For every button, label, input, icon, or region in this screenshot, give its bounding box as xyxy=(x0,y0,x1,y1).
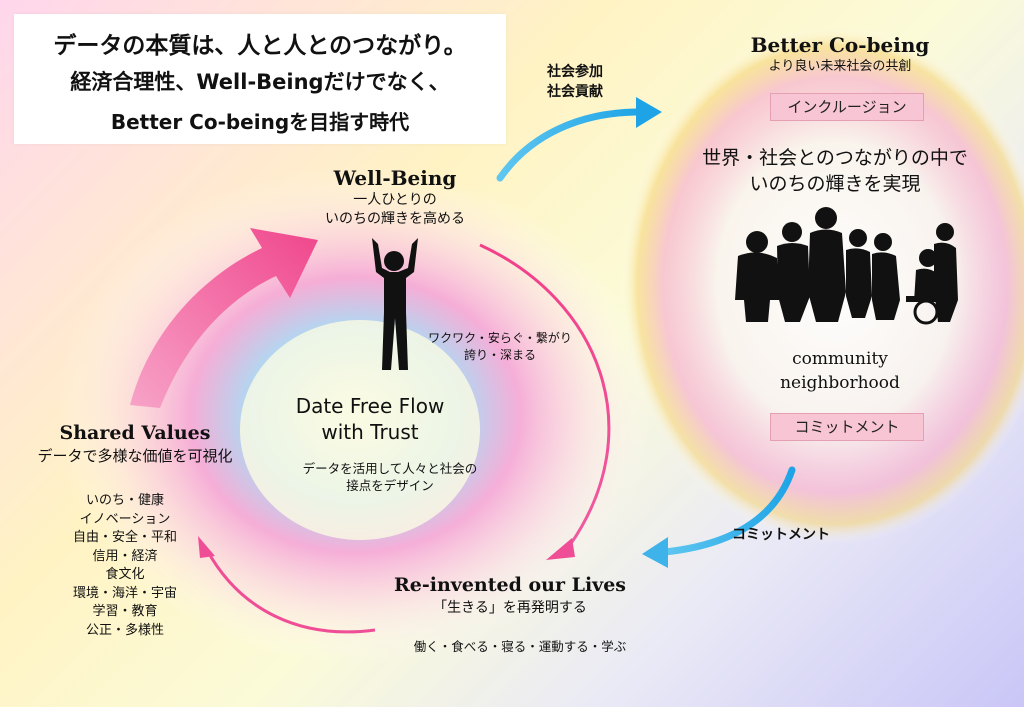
values-item: 公正・多様性 xyxy=(85,622,164,638)
feelings-text: ワクワク・安らぐ・繋がり 誇り・深まる xyxy=(428,331,572,362)
values-item: 自由・安全・平和 xyxy=(72,530,177,545)
shared-values-sub: データで多様な価値を可視化 xyxy=(37,447,233,465)
well-being-title: Well-Being xyxy=(333,166,457,190)
reinvented-activities: 働く・食べる・寝る・運動する・学ぶ xyxy=(413,639,627,654)
social-participation-label: 社会参加 社会貢献 xyxy=(547,64,603,100)
values-list: いのち・健康 イノベーション 自由・安全・平和 信用・経済 食文化 環境・海洋・… xyxy=(40,492,210,640)
headline-box: データの本質は、人と人とのつながり。 経済合理性、Well-Beingだけでなく… xyxy=(14,14,506,144)
better-cobeing-sub: より良い未来社会の共創 xyxy=(768,59,912,74)
reinvented-sub: 「生きる」を再発明する xyxy=(433,600,587,616)
pink-arc-left xyxy=(205,549,376,634)
values-item: 信用・経済 xyxy=(92,548,158,564)
blue-arrow-top xyxy=(496,108,644,182)
headline-line-1: データの本質は、人と人とのつながり。 xyxy=(53,33,467,59)
reinvented-node: Re-invented our Lives 「生きる」を再発明する xyxy=(360,572,660,618)
values-item: 環境・海洋・宇宙 xyxy=(72,585,177,601)
better-cobeing-title: Better Co-being xyxy=(750,33,930,57)
community-people-icon xyxy=(735,207,958,325)
pink-arrow-up xyxy=(130,228,318,408)
center-desc: データを活用して人々と社会の 接点をデザイン xyxy=(302,461,478,493)
reinvented-title: Re-invented our Lives xyxy=(393,574,627,596)
commitment-arrow-label: コミットメント xyxy=(732,527,830,543)
shared-values-title: Shared Values xyxy=(59,422,211,444)
commitment-tag: コミットメント xyxy=(770,413,924,441)
values-item: イノベーション xyxy=(79,511,171,527)
shared-values-node: Shared Values データで多様な価値を可視化 xyxy=(10,420,260,466)
community-label: community neighborhood xyxy=(780,349,900,393)
better-cobeing-node: Better Co-being より良い未来社会の共創 xyxy=(720,32,960,76)
well-being-node: Well-Being 一人ひとりの いのちの輝きを高める xyxy=(300,165,490,229)
center-node: Date Free Flow with Trust xyxy=(260,393,480,445)
headline-line-3: Better Co-beingを目指す時代 xyxy=(110,110,410,134)
headline-line-2: 経済合理性、Well-Beingだけでなく、 xyxy=(70,70,450,94)
inclusion-tag: インクルージョン xyxy=(770,93,924,121)
center-title-1: Date Free Flow xyxy=(295,394,445,418)
well-being-sub-1: 一人ひとりの xyxy=(353,192,437,208)
pink-arc-right xyxy=(479,243,611,546)
well-being-sub-2: いのちの輝きを高める xyxy=(325,211,465,227)
values-item: 食文化 xyxy=(105,567,145,582)
values-item: いのち・健康 xyxy=(85,493,164,508)
center-title-2: with Trust xyxy=(321,420,419,444)
cheering-person-icon xyxy=(372,238,418,370)
values-item: 学習・教育 xyxy=(92,604,158,619)
blue-arrow-bottom xyxy=(661,466,796,556)
better-cobeing-desc: 世界・社会とのつながりの中で いのちの輝きを実現 xyxy=(702,147,968,195)
